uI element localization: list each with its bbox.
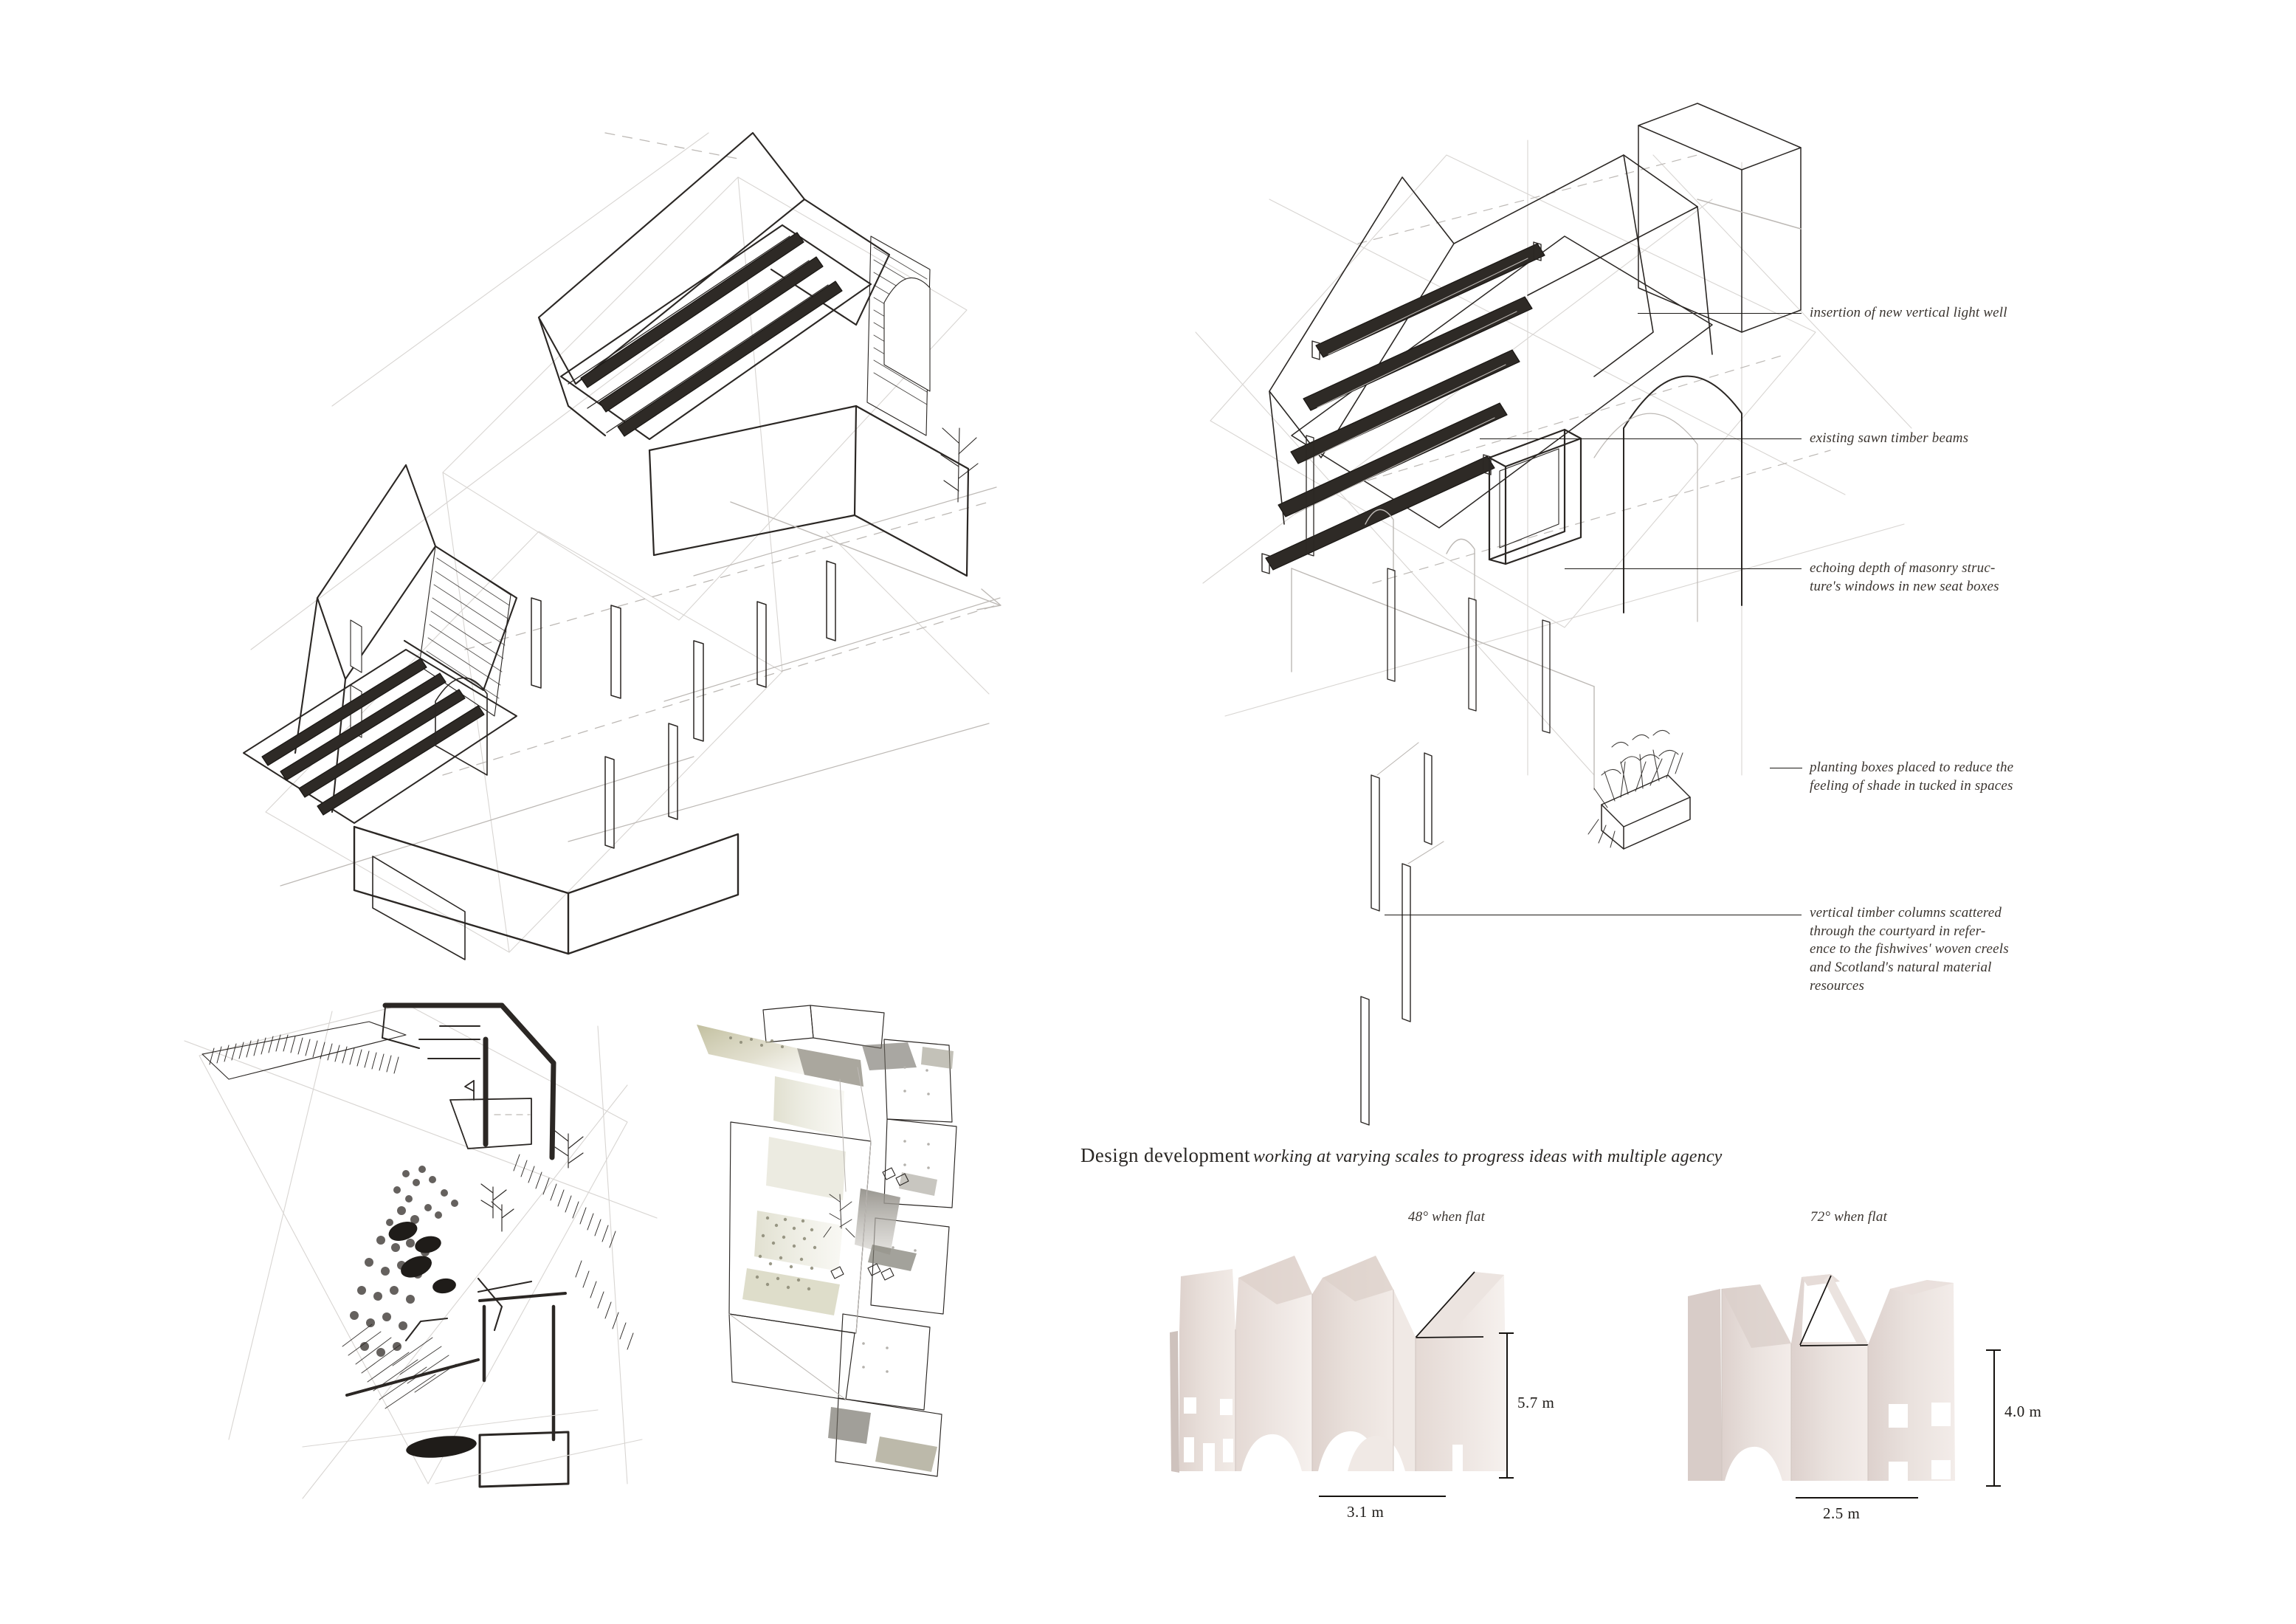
annotation-seat-boxes: echoing depth of masonry struc- ture's w… [1810,560,1999,594]
model-72-height-dimension-line [1993,1349,1995,1487]
model-48-width-dimension-line [1319,1496,1446,1497]
model-72-width-dimension-line [1796,1497,1918,1499]
leader-line-seat-boxes [1565,568,1802,569]
caption-design-development: Design development working at varying sc… [1080,1144,1723,1167]
model-48-height-tick-top [1499,1332,1514,1334]
model-48-angle-label: 48° when flat [1407,1209,1486,1225]
model-48-height-label: 5.7 m [1517,1394,1555,1411]
drawing-unfolded-axonometric-collage [686,997,982,1491]
model-72-photo [1657,1248,1974,1506]
drawing-top-left-axonometric [221,89,1004,960]
leader-line-timber-beams [1480,438,1802,439]
annotation-planting-boxes: planting boxes placed to reduce the feel… [1810,760,2014,794]
model-48-width-label: 3.1 m [1347,1503,1385,1521]
caption-heading: Design development [1080,1144,1250,1166]
model-48-height-dimension-line [1506,1332,1508,1479]
model-72-width-label: 2.5 m [1823,1504,1861,1522]
model-48-photo [1165,1236,1548,1502]
model-72-height-tick-bottom [1986,1485,2001,1487]
leader-line-light-well [1638,313,1802,314]
model-72-height-tick-top [1986,1349,2001,1351]
model-72-angle-label: 72° when flat [1810,1209,1888,1225]
caption-subheading: working at varying scales to progress id… [1252,1147,1723,1166]
model-48-height-tick-bottom [1499,1477,1514,1479]
annotation-timber-columns: vertical timber columns scattered throug… [1810,905,2009,994]
drawing-top-right-axonometric [1181,103,1919,1144]
model-72-height-label: 4.0 m [2004,1403,2042,1420]
annotation-light-well: insertion of new vertical light well [1810,305,2007,320]
annotation-timber-beams: existing sawn timber beams [1810,430,1969,446]
drawing-site-plan [184,997,658,1499]
